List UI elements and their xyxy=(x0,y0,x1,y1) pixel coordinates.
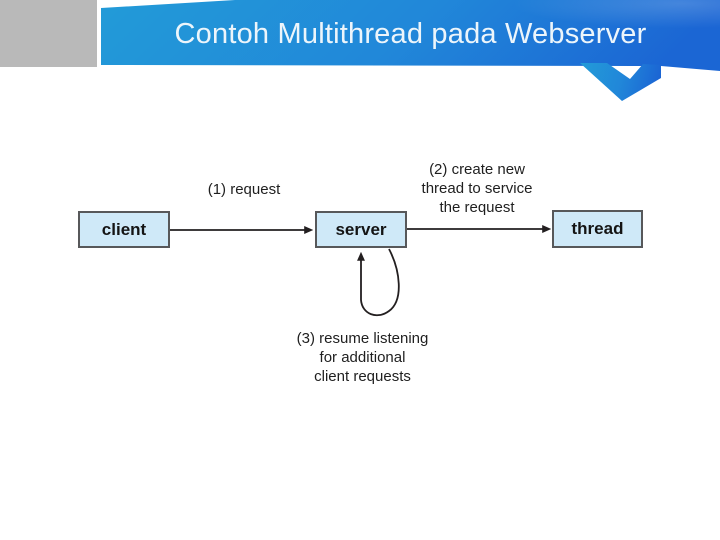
label-step1: (1) request xyxy=(164,180,324,199)
thread-node: thread xyxy=(552,210,643,248)
title-banner xyxy=(101,0,720,101)
annotation-line: the request xyxy=(439,199,515,216)
label-step2: (2) create new thread to service the req… xyxy=(394,160,560,217)
banner-sky-highlight xyxy=(235,0,720,71)
label-step3: (3) resume listening for additional clie… xyxy=(270,329,455,386)
server-node-label: server xyxy=(335,219,387,239)
thread-node-label: thread xyxy=(571,219,624,238)
annotation-line: client requests xyxy=(314,368,411,385)
annotation-line: (2) create new xyxy=(429,161,525,178)
self-loop-arrow xyxy=(357,248,400,317)
annotation-line: (1) request xyxy=(207,181,281,198)
corner-accent-block xyxy=(0,0,97,67)
annotation-line: thread to service xyxy=(421,180,533,197)
annotation-line: (3) resume listening xyxy=(296,330,429,347)
slide-title: Contoh Multithread pada Webserver xyxy=(174,18,647,50)
annotation-line: for additional xyxy=(319,349,406,366)
client-node-label: client xyxy=(101,219,147,239)
banner-tail xyxy=(580,63,661,101)
server-node: server xyxy=(315,211,407,248)
client-node: client xyxy=(78,211,170,248)
